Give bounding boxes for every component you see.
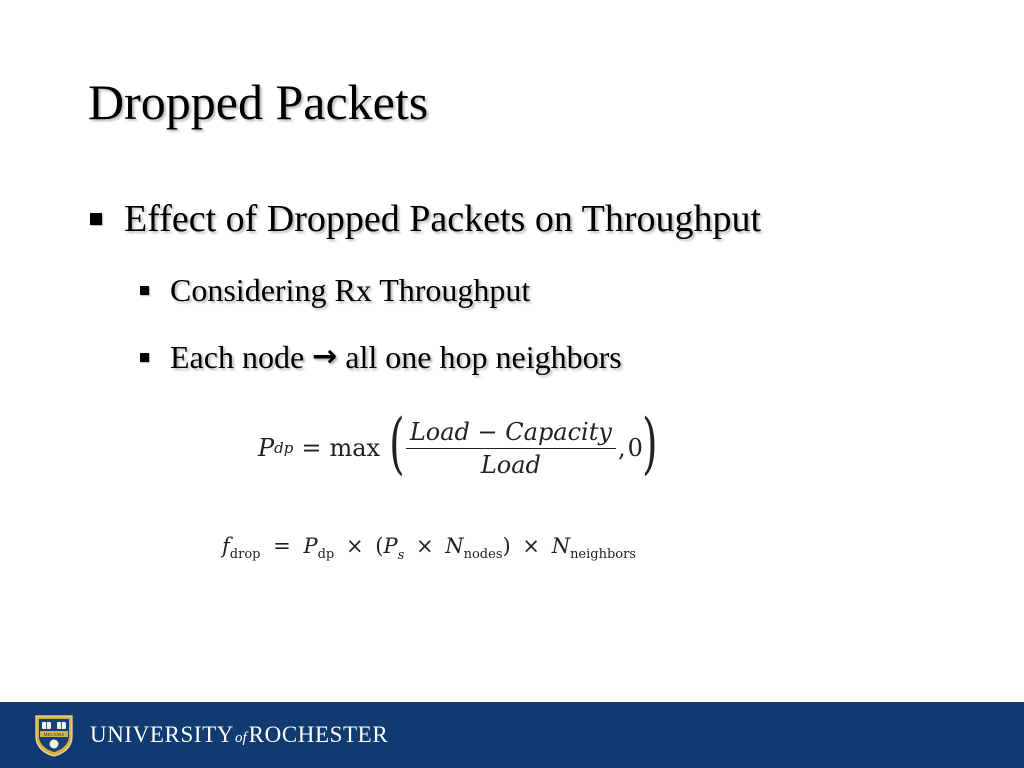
- right-arrow-icon: →: [312, 339, 338, 374]
- bullet-level1: Effect of Dropped Packets on Throughput: [90, 194, 761, 244]
- wordmark-university: UNIVERSITY: [90, 722, 234, 747]
- eq-close-paren: ): [502, 534, 511, 558]
- square-bullet-icon: [140, 285, 149, 295]
- eq-equals: =: [301, 434, 322, 462]
- svg-text:MELIORA: MELIORA: [44, 732, 66, 737]
- wordmark-of: of: [235, 730, 247, 746]
- bullet-text-before: Each node: [170, 339, 305, 375]
- bullet-text: Effect of Dropped Packets on Throughput: [124, 198, 762, 240]
- eq-var: P: [258, 434, 275, 462]
- eq-var: f: [222, 534, 230, 558]
- bullet-level2: Each node → all one hop neighbors: [140, 336, 622, 378]
- eq-var: P: [303, 534, 318, 558]
- eq-var: N: [551, 534, 571, 558]
- eq-times: ×: [522, 534, 540, 558]
- eq-numerator: Load − Capacity: [405, 418, 616, 449]
- eq-func: max: [329, 434, 381, 462]
- eq-denominator: Load: [480, 450, 541, 479]
- eq-times: ×: [415, 534, 434, 558]
- bullet-text: Considering Rx Throughput: [170, 272, 531, 308]
- eq-sub: s: [397, 548, 405, 563]
- eq-open-paren: (: [375, 534, 384, 558]
- eq-times: ×: [345, 534, 364, 558]
- eq-sub: dp: [274, 439, 294, 457]
- square-bullet-icon: [90, 213, 102, 225]
- university-seal-icon: MELIORA: [35, 715, 73, 757]
- eq-var: P: [383, 534, 398, 558]
- eq-sub: dp: [317, 547, 335, 562]
- eq-equals: =: [273, 534, 291, 558]
- eq-close-paren: ): [642, 405, 658, 482]
- square-bullet-icon: [140, 352, 149, 362]
- bullet-text-after: all one hop neighbors: [345, 339, 622, 375]
- eq-sub: neighbors: [570, 547, 637, 562]
- eq-separator: ,: [617, 434, 626, 462]
- slide-title: Dropped Packets: [88, 74, 429, 130]
- eq-sub: drop: [229, 547, 261, 562]
- eq-open-paren: (: [389, 405, 405, 482]
- eq-var: N: [445, 534, 464, 558]
- eq-second-arg: 0: [627, 434, 643, 462]
- wordmark-rochester: ROCHESTER: [248, 722, 389, 747]
- eq-fraction: Load − Capacity Load: [405, 418, 616, 479]
- eq-sub: nodes: [463, 547, 503, 562]
- bullet-level2: Considering Rx Throughput: [140, 269, 530, 311]
- equation-drop-fraction: fdrop = Pdp × (Ps × Nnodes) × Nneighbors: [222, 528, 636, 574]
